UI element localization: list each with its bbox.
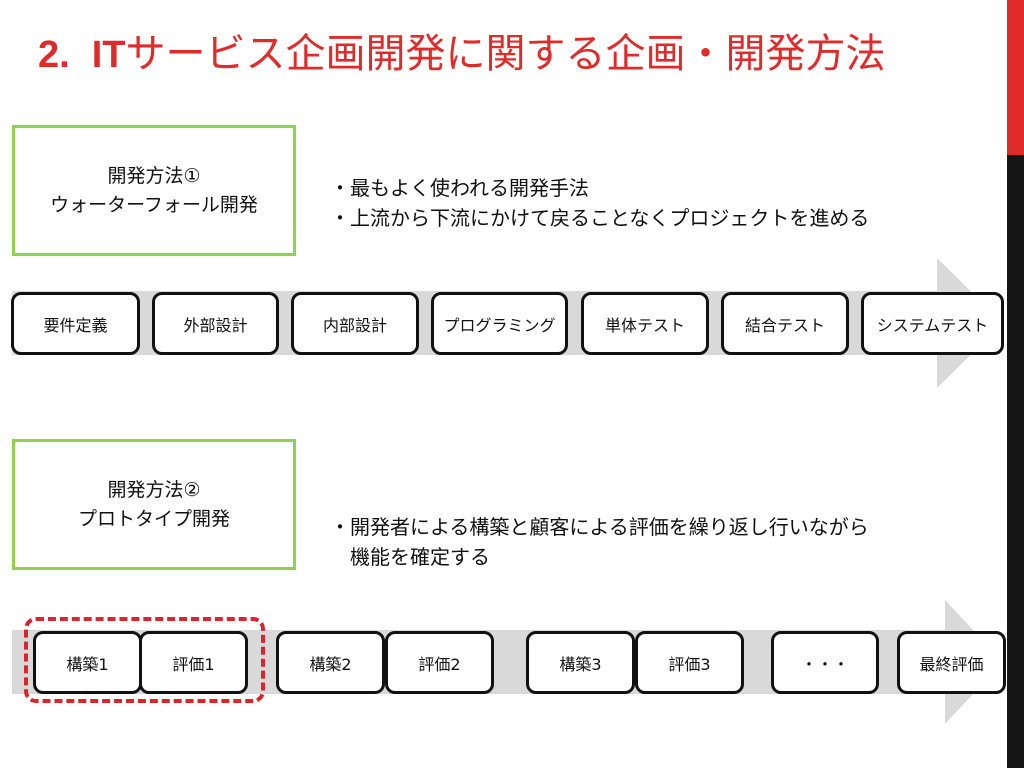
method2-description: ・開発者による構築と顧客による評価を繰り返し行いながら 機能を確定する (330, 512, 869, 572)
title-text: サービス企画開発に関する企画・開発方法 (125, 31, 886, 77)
method1-desc-line: ・最もよく使われる開発手法 (330, 176, 589, 200)
method2-label: 開発方法② (107, 478, 201, 501)
waterfall-step: 単体テスト (581, 292, 709, 355)
method2-desc-line: 機能を確定する (350, 545, 490, 569)
right-edge-dark-bar (1007, 155, 1024, 768)
prototype-step: 評価3 (635, 631, 744, 694)
prototype-step: 構築2 (276, 631, 385, 694)
waterfall-step: 外部設計 (152, 292, 279, 355)
waterfall-step: 結合テスト (721, 292, 849, 355)
waterfall-step: 要件定義 (11, 292, 140, 355)
method1-desc-line: ・上流から下流にかけて戻ることなくプロジェクトを進める (330, 206, 870, 230)
method2-box: 開発方法② プロトタイプ開発 (12, 439, 296, 570)
prototype-step: 評価1 (139, 631, 248, 694)
method2-name: プロトタイプ開発 (77, 507, 230, 530)
prototype-step: 評価2 (385, 631, 494, 694)
prototype-step: 構築1 (33, 631, 142, 694)
method1-box: 開発方法① ウォーターフォール開発 (12, 125, 296, 256)
title-number: 2. (38, 34, 70, 76)
method1-name: ウォーターフォール開発 (50, 193, 258, 216)
waterfall-step: システムテスト (861, 292, 1004, 355)
method1-label: 開発方法① (107, 164, 201, 187)
waterfall-step: プログラミング (431, 292, 568, 355)
prototype-step: ・・・ (771, 631, 879, 694)
slide-title: 2. ITサービス企画開発に関する企画・開発方法 (38, 24, 998, 84)
first-cycle-highlight (24, 617, 265, 703)
waterfall-step: 内部設計 (291, 292, 419, 355)
method2-desc-line: ・開発者による構築と顧客による評価を繰り返し行いながら (330, 515, 869, 539)
prototype-step: 最終評価 (897, 631, 1006, 694)
title-prefix: IT (91, 34, 126, 76)
right-edge-red-bar (1007, 0, 1024, 155)
prototype-step: 構築3 (526, 631, 635, 694)
method1-description: ・最もよく使われる開発手法 ・上流から下流にかけて戻ることなくプロジェクトを進め… (330, 173, 869, 233)
